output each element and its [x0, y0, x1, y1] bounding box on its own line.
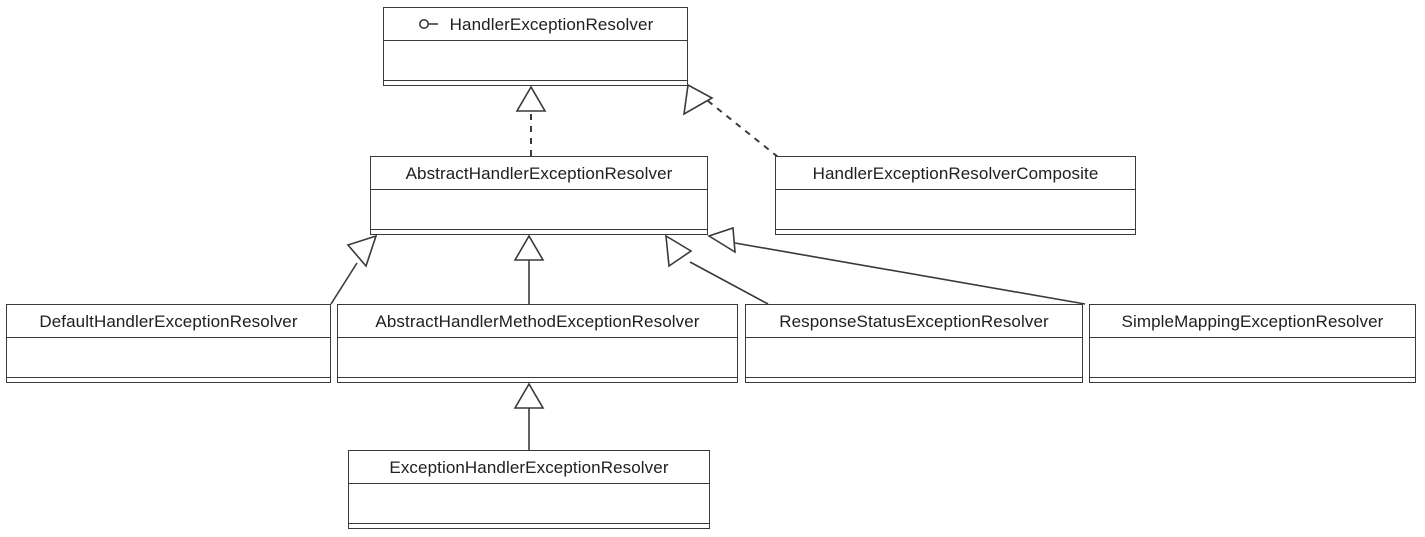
hollow-triangle-arrowhead	[665, 234, 693, 268]
attributes-compartment	[349, 484, 709, 524]
node-name-row: ExceptionHandlerExceptionResolver	[349, 451, 709, 484]
node-name-row: AbstractHandlerMethodExceptionResolver	[338, 305, 737, 338]
edge-generalization-abstractmethod-to-abstract	[513, 234, 545, 304]
node-name-row: DefaultHandlerExceptionResolver	[7, 305, 330, 338]
hollow-triangle-arrowhead	[682, 83, 714, 116]
attributes-compartment	[746, 338, 1082, 378]
class-name-label: ResponseStatusExceptionResolver	[779, 311, 1049, 331]
attributes-compartment	[338, 338, 737, 378]
hollow-triangle-arrowhead	[346, 234, 378, 268]
node-name-row: HandlerExceptionResolverComposite	[776, 157, 1135, 190]
operations-compartment	[7, 378, 330, 382]
uml-class-node-simple-mapping-exception-resolver[interactable]: SimpleMappingExceptionResolver	[1089, 304, 1416, 383]
uml-class-node-handler-exception-resolver-composite[interactable]: HandlerExceptionResolverComposite	[775, 156, 1136, 235]
class-name-label: SimpleMappingExceptionResolver	[1121, 311, 1384, 331]
hollow-triangle-arrowhead	[513, 382, 545, 409]
attributes-compartment	[384, 41, 687, 81]
operations-compartment	[338, 378, 737, 382]
node-name-row: SimpleMappingExceptionResolver	[1090, 305, 1415, 338]
edge-generalization-default-to-abstract	[330, 234, 378, 305]
edge-realization-composite-to-interface	[682, 83, 779, 158]
realization-line	[707, 100, 779, 158]
uml-class-node-handler-exception-resolver[interactable]: HandlerExceptionResolver	[383, 7, 688, 86]
node-name-row: AbstractHandlerExceptionResolver	[371, 157, 707, 190]
attributes-compartment	[776, 190, 1135, 230]
node-name-row: HandlerExceptionResolver	[384, 8, 687, 41]
generalization-line	[330, 262, 358, 305]
attributes-compartment	[7, 338, 330, 378]
hollow-triangle-arrowhead	[707, 226, 736, 254]
class-name-label: AbstractHandlerMethodExceptionResolver	[375, 311, 700, 331]
node-name-row: ResponseStatusExceptionResolver	[746, 305, 1082, 338]
attributes-compartment	[371, 190, 707, 230]
uml-class-node-response-status-exception-resolver[interactable]: ResponseStatusExceptionResolver	[745, 304, 1083, 383]
uml-class-node-default-handler-exception-resolver[interactable]: DefaultHandlerExceptionResolver	[6, 304, 331, 383]
class-name-label: DefaultHandlerExceptionResolver	[39, 311, 298, 331]
hollow-triangle-arrowhead	[515, 85, 547, 112]
edge-generalization-simplemapping-to-abstract	[707, 226, 1086, 305]
class-name-label: HandlerExceptionResolver	[449, 14, 654, 34]
uml-class-node-exception-handler-exception-resolver[interactable]: ExceptionHandlerExceptionResolver	[348, 450, 710, 529]
operations-compartment	[746, 378, 1082, 382]
class-name-label: AbstractHandlerExceptionResolver	[405, 163, 673, 183]
edge-generalization-exceptionhandler-to-abstractmethod	[513, 382, 545, 450]
attributes-compartment	[1090, 338, 1415, 378]
operations-compartment	[384, 81, 687, 85]
uml-class-node-abstract-handler-exception-resolver[interactable]: AbstractHandlerExceptionResolver	[370, 156, 708, 235]
class-name-label: ExceptionHandlerExceptionResolver	[389, 457, 669, 477]
operations-compartment	[371, 230, 707, 234]
operations-compartment	[349, 524, 709, 528]
edge-generalization-responsestatus-to-abstract	[665, 234, 769, 305]
operations-compartment	[776, 230, 1135, 234]
uml-class-node-abstract-handler-method-exception-resolver[interactable]: AbstractHandlerMethodExceptionResolver	[337, 304, 738, 383]
interface-lollipop-icon	[418, 19, 438, 29]
edge-realization-abstract-to-interface	[515, 85, 547, 156]
hollow-triangle-arrowhead	[513, 234, 545, 261]
operations-compartment	[1090, 378, 1415, 382]
generalization-line	[689, 261, 769, 305]
class-name-label: HandlerExceptionResolverComposite	[812, 163, 1099, 183]
generalization-line	[734, 242, 1086, 305]
